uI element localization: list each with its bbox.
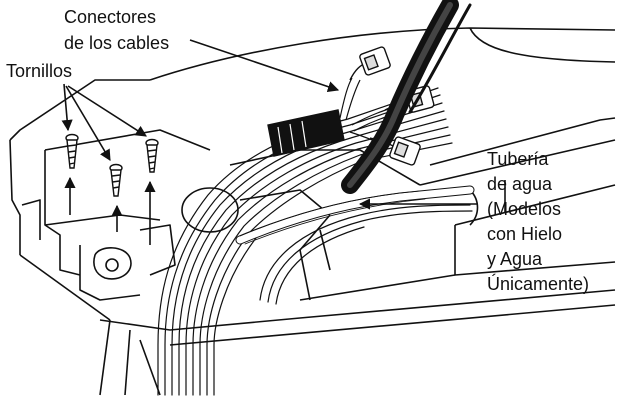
tube-label-line5: y Agua [487, 249, 543, 269]
screws-label: Tornillos [6, 61, 73, 81]
screw-3 [145, 138, 159, 173]
mounting-bracket [21, 129, 211, 301]
wire-harness [157, 87, 475, 396]
tube-label-line2: de agua [487, 174, 553, 194]
tube-label-line4: con Hielo [487, 224, 563, 244]
water-tube [341, 0, 472, 194]
tube-label-line6: Únicamente) [487, 274, 590, 294]
connectors-label-line2: de los cables [64, 33, 170, 53]
housing-outline [9, 27, 616, 396]
harness-sleeve [267, 109, 345, 157]
callout-leaders [61, 39, 478, 210]
tube-label-line1: Tubería [487, 149, 549, 169]
cable-connector-1 [349, 46, 391, 81]
screw-1 [65, 133, 79, 169]
tube-label-line3: (Modelos [487, 199, 562, 219]
screw-arrows [64, 176, 156, 245]
connectors-label-line1: Conectores [64, 7, 157, 27]
screw-2 [109, 163, 123, 197]
